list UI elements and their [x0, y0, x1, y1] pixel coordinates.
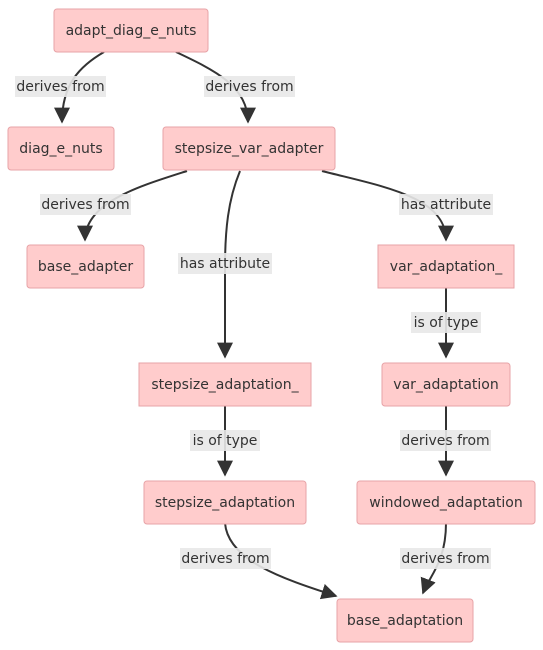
- edge-label: derives from: [181, 551, 269, 567]
- node-stepsize-adaptation-attr[interactable]: stepsize_adaptation_: [138, 362, 312, 407]
- node-label: adapt_diag_e_nuts: [66, 23, 197, 39]
- node-label: stepsize_var_adapter: [175, 141, 324, 157]
- node-base-adapter[interactable]: base_adapter: [26, 244, 145, 289]
- edge-label: has attribute: [180, 256, 270, 272]
- node-stepsize-var-adapter[interactable]: stepsize_var_adapter: [162, 126, 336, 171]
- edge-labels: derives from derives from derives from h…: [15, 76, 493, 569]
- node-var-adaptation-attr[interactable]: var_adaptation_: [377, 244, 515, 289]
- node-base-adaptation[interactable]: base_adaptation: [336, 598, 474, 643]
- node-label: diag_e_nuts: [19, 141, 102, 157]
- node-label: base_adaptation: [347, 613, 463, 629]
- node-label: var_adaptation_: [390, 259, 503, 275]
- node-label: windowed_adaptation: [369, 495, 522, 511]
- edge-label: derives from: [401, 551, 489, 567]
- node-windowed-adaptation[interactable]: windowed_adaptation: [356, 480, 536, 525]
- node-label: stepsize_adaptation: [155, 495, 295, 511]
- node-diag-e-nuts[interactable]: diag_e_nuts: [7, 126, 115, 171]
- node-label: base_adapter: [38, 259, 133, 275]
- node-label: var_adaptation: [393, 377, 498, 393]
- edge-label: has attribute: [401, 197, 491, 213]
- nodes: adapt_diag_e_nuts diag_e_nuts stepsize_v…: [7, 8, 536, 643]
- node-var-adaptation[interactable]: var_adaptation: [381, 362, 511, 407]
- edge-label: derives from: [16, 79, 104, 95]
- edge-label: derives from: [41, 197, 129, 213]
- node-stepsize-adaptation[interactable]: stepsize_adaptation: [143, 480, 307, 525]
- edge-label: derives from: [205, 79, 293, 95]
- edge-label: is of type: [193, 433, 258, 449]
- node-label: stepsize_adaptation_: [151, 377, 299, 393]
- edge-label: is of type: [414, 315, 479, 331]
- edge-label: derives from: [401, 433, 489, 449]
- node-adapt-diag-e-nuts[interactable]: adapt_diag_e_nuts: [53, 8, 209, 53]
